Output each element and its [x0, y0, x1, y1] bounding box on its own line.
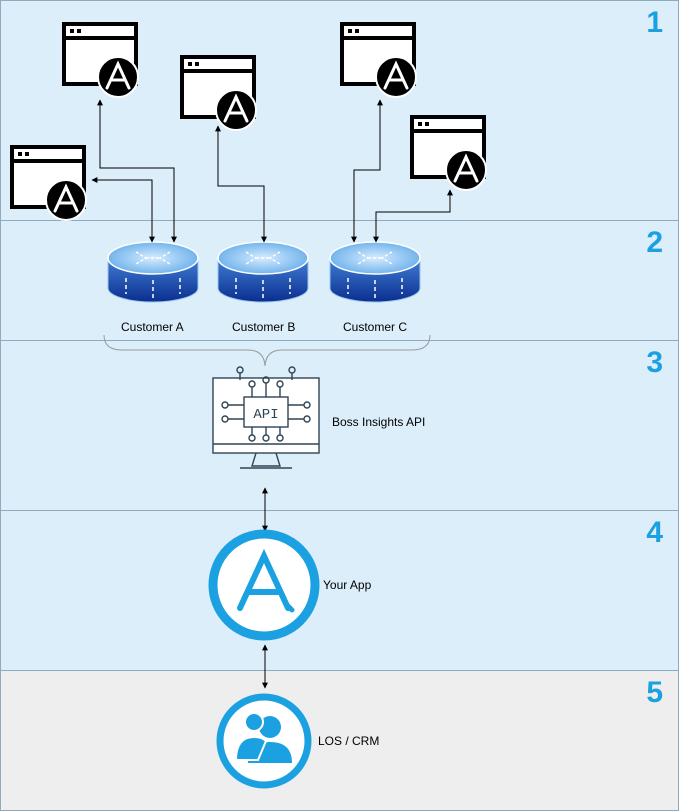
- database-router-icon: [329, 241, 421, 303]
- customer-b-label: Customer B: [232, 320, 296, 334]
- layer-number: 3: [646, 346, 663, 379]
- customer-a-label: Customer A: [121, 320, 184, 334]
- customer-group-brace: [103, 334, 431, 367]
- api-monitor-icon: API: [212, 366, 320, 469]
- layer-5-band: [0, 670, 679, 811]
- layer-number: 5: [646, 676, 663, 709]
- layer-number: 1: [646, 6, 663, 39]
- layer-4-band: [0, 510, 679, 671]
- connector-lines: [91, 99, 453, 689]
- layer-number: 2: [646, 226, 663, 259]
- layer-number: 4: [646, 516, 663, 549]
- app-store-window-icon: [10, 145, 88, 221]
- api-icon-text: API: [253, 407, 278, 423]
- database-router-icon: [217, 241, 309, 303]
- app-store-circle-icon: [208, 529, 320, 641]
- customer-c-label: Customer C: [343, 320, 408, 334]
- app-store-window-icon: [340, 22, 418, 98]
- users-circle-icon: [216, 693, 312, 789]
- app-store-window-icon: [410, 115, 488, 191]
- app-label: Your App: [323, 578, 372, 592]
- crm-label: LOS / CRM: [318, 734, 380, 748]
- database-router-icon: [107, 241, 199, 303]
- app-store-window-icon: [180, 55, 258, 131]
- app-store-window-icon: [62, 22, 140, 98]
- api-label: Boss Insights API: [332, 415, 426, 429]
